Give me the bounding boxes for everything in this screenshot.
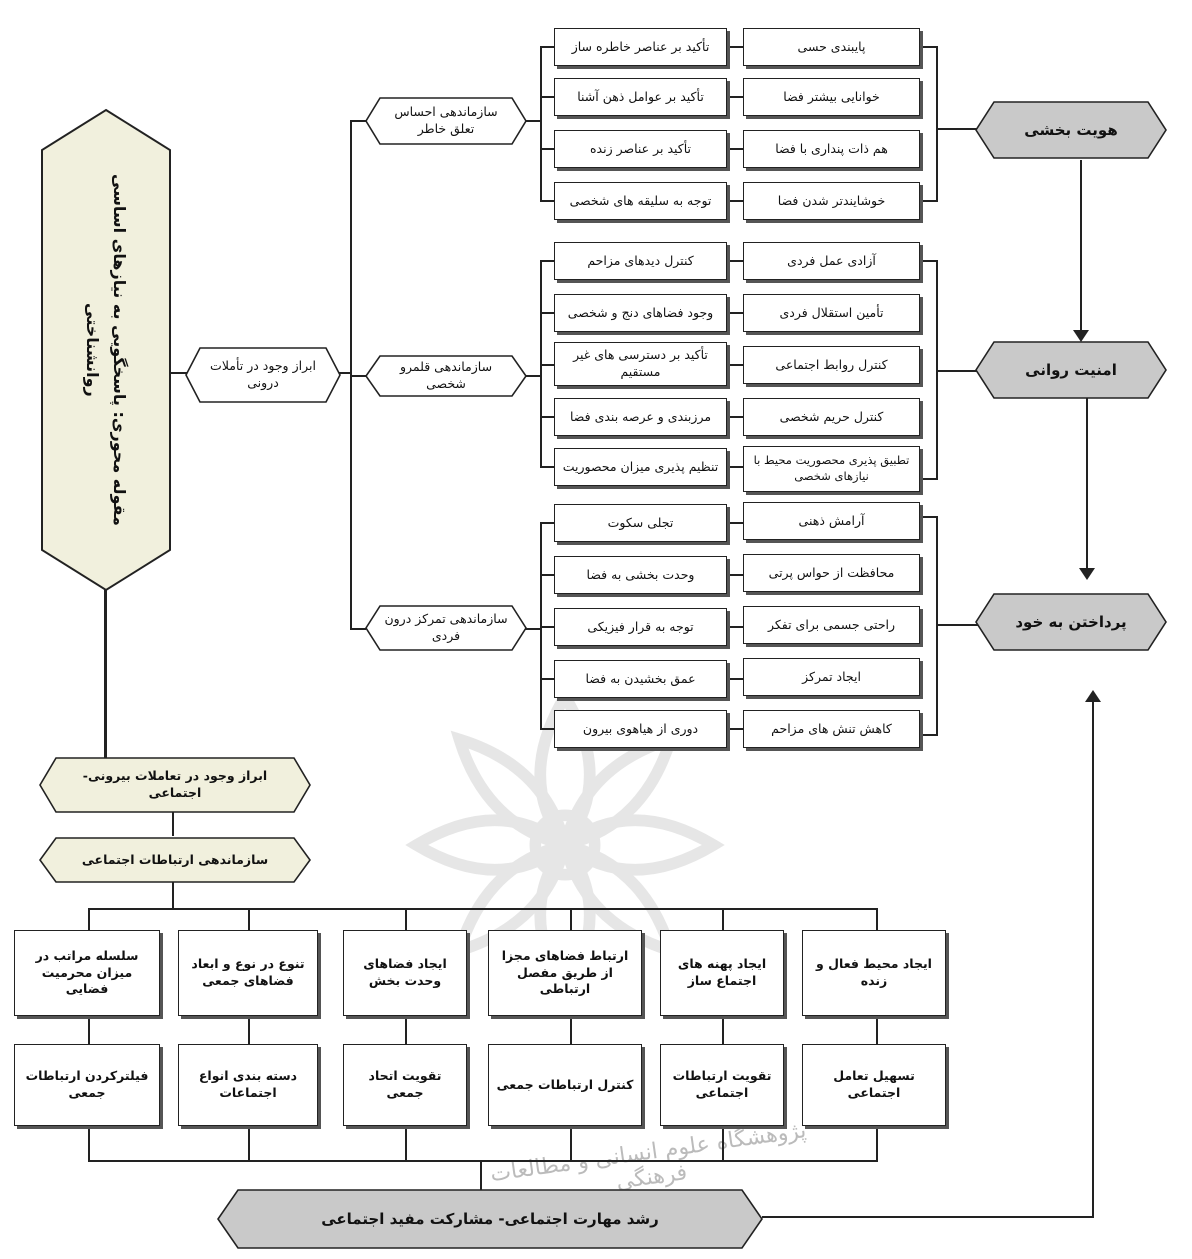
inner-reflection-label: ابراز وجود در تأملات درونی [210,358,316,390]
effect-box: ایجاد تمرکز [743,658,920,696]
core-category-label: مقوله محوری: پاسخگویی به نیازهای اساسی ر… [83,174,130,526]
social-result-label: رشد مهارت اجتماعی- مشارکت مفید اجتماعی [321,1209,659,1228]
group-title-label: سازماندهی قلمرو شخصی [399,359,493,391]
group-title-focus: سازماندهی تمرکز درون فردی [365,605,527,651]
outcome-label: هویت بخشی [1024,120,1118,139]
arrow-up-icon [1085,690,1101,702]
strategy-box: عمق بخشیدن به فضا [554,660,727,698]
strategy-box: مرزبندی و عرصه بندی فضا [554,398,727,436]
social-effect-box: تقویت اتحاد جمعی [343,1044,467,1126]
strategy-box: تأکید بر عناصر زنده [554,130,727,168]
effect-box: آرامش ذهنی [743,502,920,540]
social-strategy-box: ایجاد فضاهای وحدت بخش [343,930,467,1016]
group-title-label: سازماندهی احساس تعلق خاطر [394,104,498,136]
outcome-self-node: پرداختن به خود [975,593,1167,651]
core-category-node: مقوله محوری: پاسخگویی به نیازهای اساسی ر… [41,108,171,592]
outcome-label: امنیت روانی [1025,360,1117,379]
effect-box: هم ذات پنداری با فضا [743,130,920,168]
social-strategy-box: سلسله مراتب در میزان محرمیت فضایی [14,930,160,1016]
social-organization-label: سازماندهی ارتباطات اجتماعی [81,851,269,867]
effect-box: کاهش تنش های مزاحم [743,710,920,748]
social-strategy-box: ایجاد پهنه های اجتماع ساز [660,930,784,1016]
social-effect-box: کنترل ارتباطات جمعی [488,1044,642,1126]
strategy-box: تأکید بر عوامل ذهن آشنا [554,78,727,116]
effect-box: آزادی عمل فردی [743,242,920,280]
strategy-box: توجه به قرار فیزیکی [554,608,727,646]
strategy-box: کنترل دیدهای مزاحم [554,242,727,280]
group-title-territory: سازماندهی قلمرو شخصی [365,355,527,397]
social-effect-box: تسهیل تعامل اجتماعی [802,1044,946,1126]
effect-box: کنترل روابط اجتماعی [743,346,920,384]
group-title-belonging: سازماندهی احساس تعلق خاطر [365,97,527,145]
outer-interaction-label: ابراز وجود در تعاملات بیرونی- اجتماعی [82,768,268,800]
effect-box: پایبندی حسی [743,28,920,66]
effect-box: تطبیق پذیری محصوریت محیط با نیازهای شخصی [743,446,920,492]
strategy-box: تأکید بر دسترسی های غیر مستقیم [554,342,727,386]
strategy-box: تجلی سکوت [554,504,727,542]
outcome-label: پرداختن به خود [1015,612,1127,631]
effect-box: کنترل حریم شخصی [743,398,920,436]
social-effect-box: تقویت ارتباطات اجتماعی [660,1044,784,1126]
strategy-box: وحدت بخشی به فضا [554,556,727,594]
arrow-down-icon [1073,330,1089,342]
social-strategy-box: ارتباط فضاهای مجزا از طریق مفصل ارتباطی [488,930,642,1016]
group-title-label: سازماندهی تمرکز درون فردی [384,611,508,643]
effect-box: راحتی جسمی برای تفکر [743,606,920,644]
strategy-box: وجود فضاهای دنج و شخصی [554,294,727,332]
strategy-box: دوری از هیاهوی بیرون [554,710,727,748]
social-effect-box: فیلترکردن ارتباطات جمعی [14,1044,160,1126]
strategy-box: تنظیم پذیری میزان محصوریت [554,448,727,486]
outer-interaction-node: ابراز وجود در تعاملات بیرونی- اجتماعی [39,757,311,813]
strategy-box: تأکید بر عناصر خاطره ساز [554,28,727,66]
social-result-node: رشد مهارت اجتماعی- مشارکت مفید اجتماعی [217,1189,763,1249]
outcome-security-node: امنیت روانی [975,341,1167,399]
effect-box: تأمین استقلال فردی [743,294,920,332]
effect-box: محافظت از حواس پرتی [743,554,920,592]
social-strategy-box: ایجاد محیط فعال و زنده [802,930,946,1016]
outcome-identity-node: هویت بخشی [975,101,1167,159]
social-organization-node: سازماندهی ارتباطات اجتماعی [39,837,311,883]
effect-box: خوانایی بیشتر فضا [743,78,920,116]
strategy-box: توجه به سلیقه های شخصی [554,182,727,220]
arrow-down-icon [1079,568,1095,580]
inner-reflection-node: ابراز وجود در تأملات درونی [185,347,341,403]
social-strategy-box: تنوع در نوع و ابعاد فضاهای جمعی [178,930,318,1016]
social-effect-box: دسته بندی انواع اجتماعات [178,1044,318,1126]
effect-box: خوشایندتر شدن فضا [743,182,920,220]
